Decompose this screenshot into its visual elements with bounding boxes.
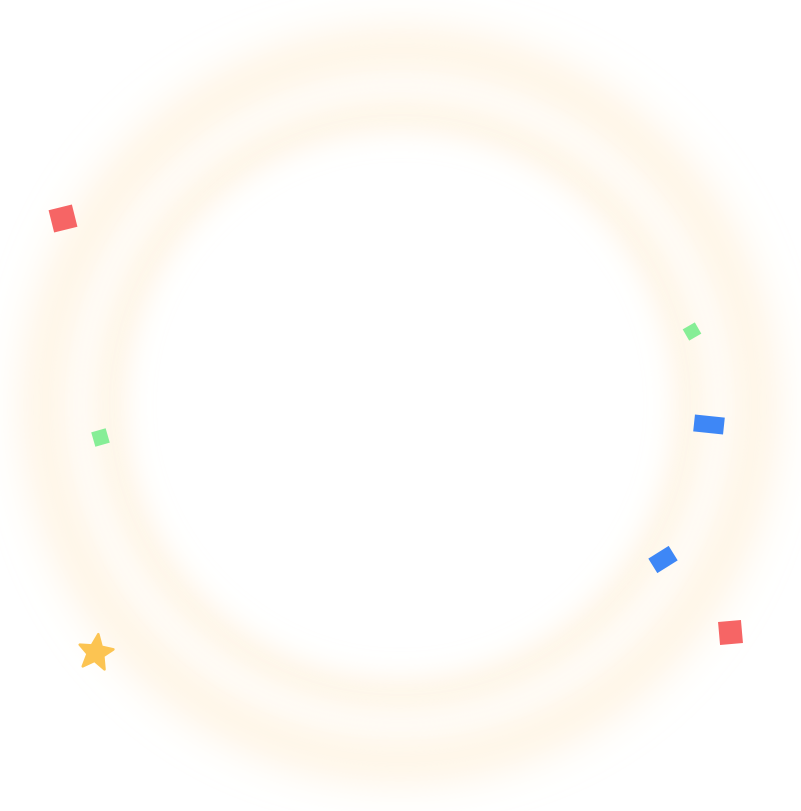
confetti-rectangle-blue [648, 545, 678, 574]
confetti-square-red [718, 620, 743, 645]
confetti-rectangle-blue [693, 414, 725, 435]
confetti-square-green [91, 428, 110, 447]
glow-ring-outer [26, 31, 774, 779]
glow-ring-inner [95, 100, 705, 710]
confetti-square-green [682, 322, 702, 341]
confetti-square-red [48, 204, 78, 233]
confetti-star-icon [78, 632, 115, 671]
